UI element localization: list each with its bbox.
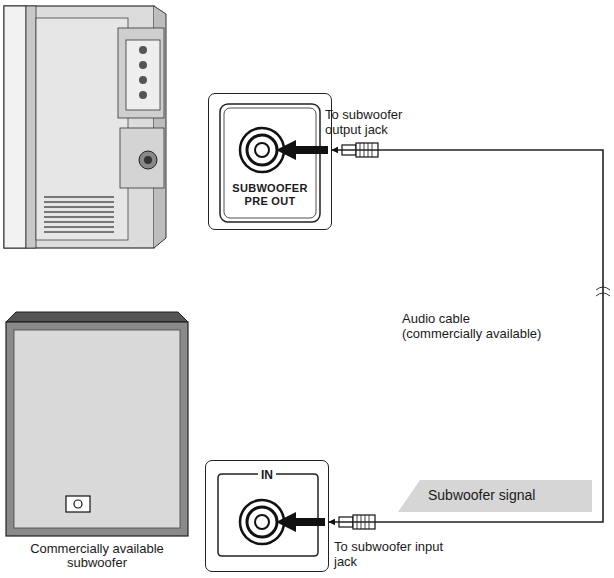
stereo-terminals (139, 46, 147, 54)
callout-text: To subwoofer output jack (325, 108, 435, 138)
stereo-vents (44, 231, 114, 233)
jack-inset: SUBWOOFER PRE OUT (208, 93, 332, 230)
output-inset-frame (220, 104, 320, 222)
insert-arrow (276, 140, 328, 160)
stereo-vents (44, 196, 114, 198)
input-inset-frame (218, 474, 318, 556)
subwoofer-cabinet (66, 496, 90, 512)
subwoofer-cabinet (6, 312, 188, 322)
stereo-jack (144, 156, 152, 164)
stereo-terminals (139, 76, 147, 84)
stereo-unit (118, 28, 164, 118)
signal-label: Subwoofer signal (428, 487, 588, 503)
stereo-vents (44, 196, 114, 233)
subwoofer-cabinet (14, 330, 180, 528)
jack-inset: IN (205, 460, 329, 572)
audio-cable (329, 150, 603, 522)
stereo-jack (139, 151, 157, 169)
stereo-terminals (139, 46, 147, 99)
node-text: IN (258, 469, 276, 483)
stereo-vents (44, 206, 114, 208)
subwoofer-cabinet (6, 322, 188, 536)
subwoofer-unit: Commercially available subwoofer (2, 312, 192, 571)
stereo-vents (44, 221, 114, 223)
stereo-vents (44, 211, 114, 213)
cable-label: Audio cable (commercially available) (402, 312, 552, 342)
subwoofer-cabinet (74, 500, 82, 508)
stereo-vents (44, 216, 114, 218)
stereo-unit (4, 6, 166, 248)
stereo-unit (120, 128, 164, 188)
stereo-jack (139, 151, 157, 169)
input-jack (247, 507, 277, 537)
input-inset-frame (218, 474, 318, 556)
input-jack (255, 515, 269, 529)
stereo-unit (4, 6, 26, 248)
output-jack (255, 143, 269, 157)
stereo-unit (26, 6, 36, 248)
output-jack (247, 135, 277, 165)
callout-text: To subwoofer input jack (334, 540, 444, 570)
node-text: Commercially available subwoofer (4, 542, 190, 571)
stereo-unit (126, 40, 160, 110)
insert-arrow (276, 512, 325, 532)
stereo-unit (36, 18, 128, 240)
signal-banner (398, 480, 592, 512)
stereo-terminals (139, 61, 147, 69)
node-text: SUBWOOFER PRE OUT (222, 182, 318, 207)
stereo-terminals (139, 91, 147, 99)
stereo-vents (44, 201, 114, 203)
output-inset-frame (220, 104, 320, 222)
subwoofer-cabinet (6, 312, 188, 536)
stereo-vents (44, 226, 114, 228)
